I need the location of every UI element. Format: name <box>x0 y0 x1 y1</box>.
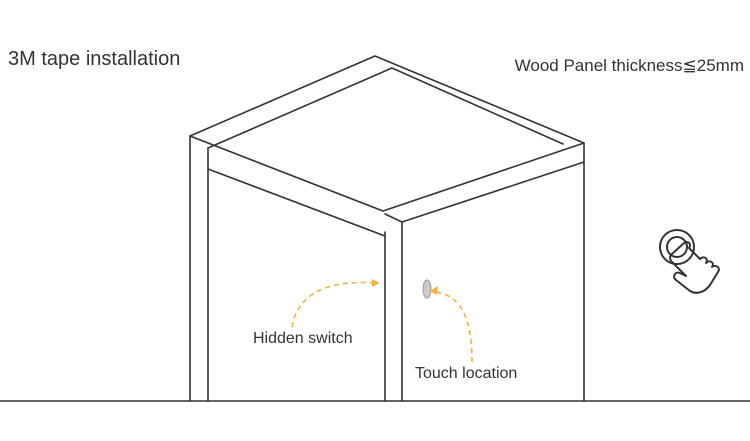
cabinet-top-inner <box>207 67 564 149</box>
touch-location-arrow <box>435 291 473 363</box>
hidden-switch-arrow <box>291 281 375 328</box>
hidden-switch-arrowhead <box>372 279 380 287</box>
touch-sensor <box>422 279 432 299</box>
touch-location-arrowhead <box>430 286 438 295</box>
page-title: 3M tape installation <box>8 48 181 70</box>
cabinet-top-panel <box>189 55 585 212</box>
door-top-edge <box>384 161 585 223</box>
touch-location-label: Touch location <box>415 365 518 382</box>
touch-hand-icon <box>659 229 720 294</box>
top-panel-edge <box>207 168 386 237</box>
panel-thickness-spec: Wood Panel thickness≦25mm <box>514 56 744 75</box>
hidden-switch-label: Hidden switch <box>253 330 353 347</box>
